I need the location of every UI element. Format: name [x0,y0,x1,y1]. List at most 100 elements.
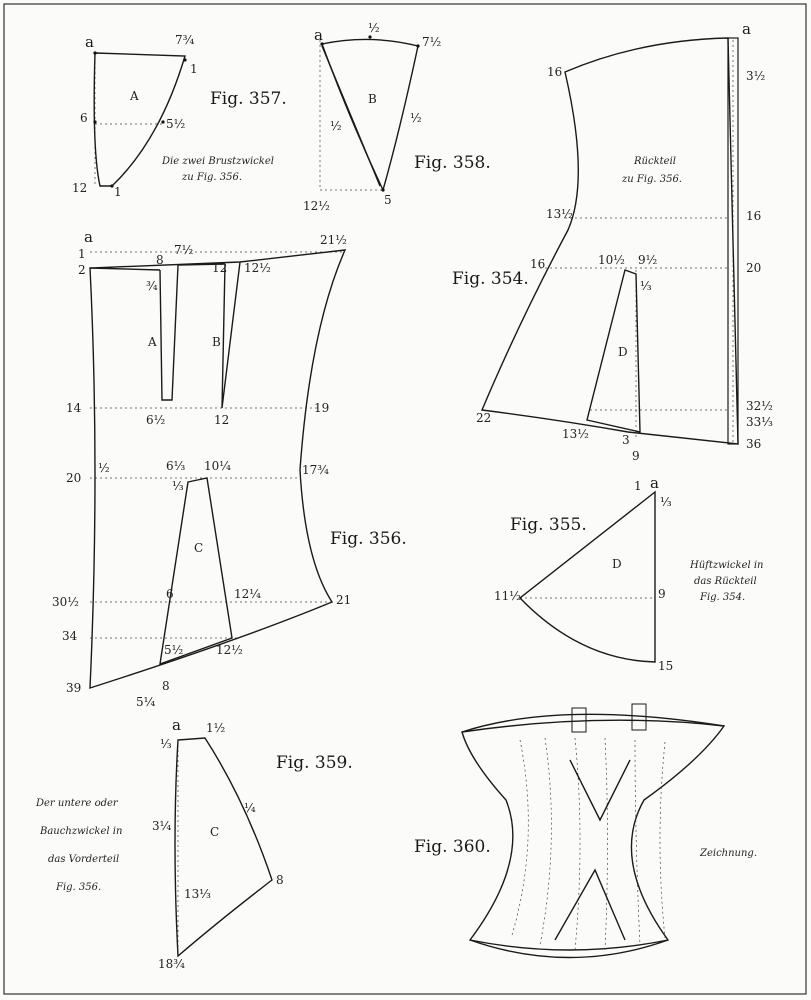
fig355-note-1: Hüftzwickel in [689,560,764,571]
fig360-note: Zeichnung. [699,848,757,859]
corset-outline [461,713,726,959]
fig356-label-6half: 6½ [146,413,165,427]
fig356-label-12half: 12½ [216,643,243,657]
fig354-outline [480,37,739,445]
fig359-piece: C [210,825,219,839]
fig356-label-5half: 5½ [164,643,183,657]
corset-top-edge [461,719,725,733]
fig358-label-top-mid: ½ [368,21,380,35]
fig356-label-8: 8 [156,253,164,267]
fig354-label-22: 22 [476,411,491,425]
fig358-label-a: a [314,26,323,44]
fig355-pattern: a 1 ⅓ 11½ 9 15 D Fig. 355. Hüftzwickel i… [494,474,764,673]
fig354-label-3: 3 [622,433,630,447]
fig358-label-five: 5 [384,193,392,207]
fig356-pattern: a 1 2 8 7½ 12 12½ 21½ ¾ A B 14 6½ 12 19 … [52,228,407,709]
fig356-label-34b: 34 [62,629,78,643]
fig354-label-16-right: 16 [746,209,761,223]
fig356-label-1: 1 [78,247,86,261]
fig359-outline [174,737,273,958]
fig357-label-six: 6 [80,111,88,125]
fig356-piece-c: C [194,541,203,555]
corset-gusset-top [569,759,631,822]
fig359-label-1half: 1½ [206,721,225,735]
fig356-label-5q: 5¼ [136,695,156,709]
fig357-label-twelve: 12 [72,181,87,195]
fig356-gusset-c [159,477,233,666]
fig359-label-13: 13⅓ [184,887,211,901]
fig360-corset-illustration: Fig. 360. Zeichnung. [414,703,757,959]
fig358-pattern: a ½ 7½ ½ ½ 12½ 5 B Fig. 358. [303,21,491,213]
fig357-label-a: a [85,33,94,51]
fig357-label-one-b: 1 [114,185,122,199]
fig357-note-1: Die zwei Brustzwickel [161,156,274,167]
fig355-note-3: Fig. 354. [699,592,745,603]
fig358-title: Fig. 358. [414,153,491,173]
corset-gusset-bottom [554,868,626,941]
fig356-label-12top: 12 [212,261,227,275]
fig356-outline [89,249,347,689]
fig356-label-21half: 21½ [320,233,347,247]
corset-bottom-edge [469,939,669,951]
fig359-note-4: Fig. 356. [55,882,101,893]
fig359-label-a: a [172,716,181,734]
fig354-label-32: 32½ [746,399,773,413]
fig356-label-17: 17¾ [302,463,329,477]
fig357-label-one: 1 [190,62,198,76]
fig358-label-bottom-left: 12½ [303,199,330,213]
fig356-label-20: 20 [66,471,81,485]
fig359-label-third: ⅓ [160,737,172,751]
fig354-label-36: 36 [746,437,761,451]
fig355-label-15: 15 [658,659,673,673]
fig356-label-6: 6 [166,587,174,601]
fig356-label-12mid: 12 [214,413,229,427]
fig354-label-13half: 13½ [546,207,573,221]
fig355-label-11half: 11½ [494,589,521,603]
fig359-label-8: 8 [276,873,284,887]
fig354-pattern: a 3½ 16 13½ 16 16 20 10½ 9½ ⅓ 32½ 33⅓ 36… [452,20,773,463]
fig354-piece: D [618,345,628,359]
fig354-label-a: a [742,20,751,38]
fig354-note-1: Rückteil [633,156,676,167]
fig355-outline [518,490,656,663]
fig354-label-9half: 9½ [638,253,657,267]
fig356-label-a: a [84,228,93,246]
fig356-label-12q: 12¼ [234,587,261,601]
fig356-label-8b: 8 [162,679,170,693]
fig356-label-10q: 10¼ [204,459,231,473]
fig359-label-3q: 3¼ [152,819,172,833]
fig355-label-1: 1 [634,479,642,493]
fig358-label-top: 7½ [422,35,441,49]
fig354-label-10half: 10½ [598,253,625,267]
fig357-title: Fig. 357. [210,89,287,109]
fig356-label-39: 39 [66,681,81,695]
fig356-label-19: 19 [314,401,329,415]
fig354-label-33: 33⅓ [746,415,773,429]
fig355-piece: D [612,557,622,571]
fig356-dart-a [159,264,179,401]
fig356-label-34: ¾ [146,279,158,293]
fig356-label-2: 2 [78,263,86,277]
fig355-note-2: das Rückteil [694,576,757,587]
fig356-label-21: 21 [336,593,351,607]
fig355-label-a: a [650,474,659,492]
fig356-piece-b: B [212,335,221,349]
fig355-title: Fig. 355. [510,515,587,535]
fig356-title: Fig. 356. [330,529,407,549]
fig359-note-2: Bauchzwickel in [39,826,122,837]
fig359-title: Fig. 359. [276,753,353,773]
fig355-label-9: 9 [658,587,666,601]
fig354-label-13b: 13½ [562,427,589,441]
fig354-note-2: zu Fig. 356. [621,174,682,185]
fig356-label-14: 14 [66,401,82,415]
fig356-label-12halftop: 12½ [244,261,271,275]
fig354-label-16-left: 16 [530,257,545,271]
fig356-label-6third: 6⅓ [166,459,186,473]
fig360-title: Fig. 360. [414,837,491,857]
fig358-outline [321,38,419,192]
fig356-piece-a: A [147,335,157,349]
fig359-label-18: 18¾ [158,957,185,971]
fig356-dart-b [221,261,241,409]
